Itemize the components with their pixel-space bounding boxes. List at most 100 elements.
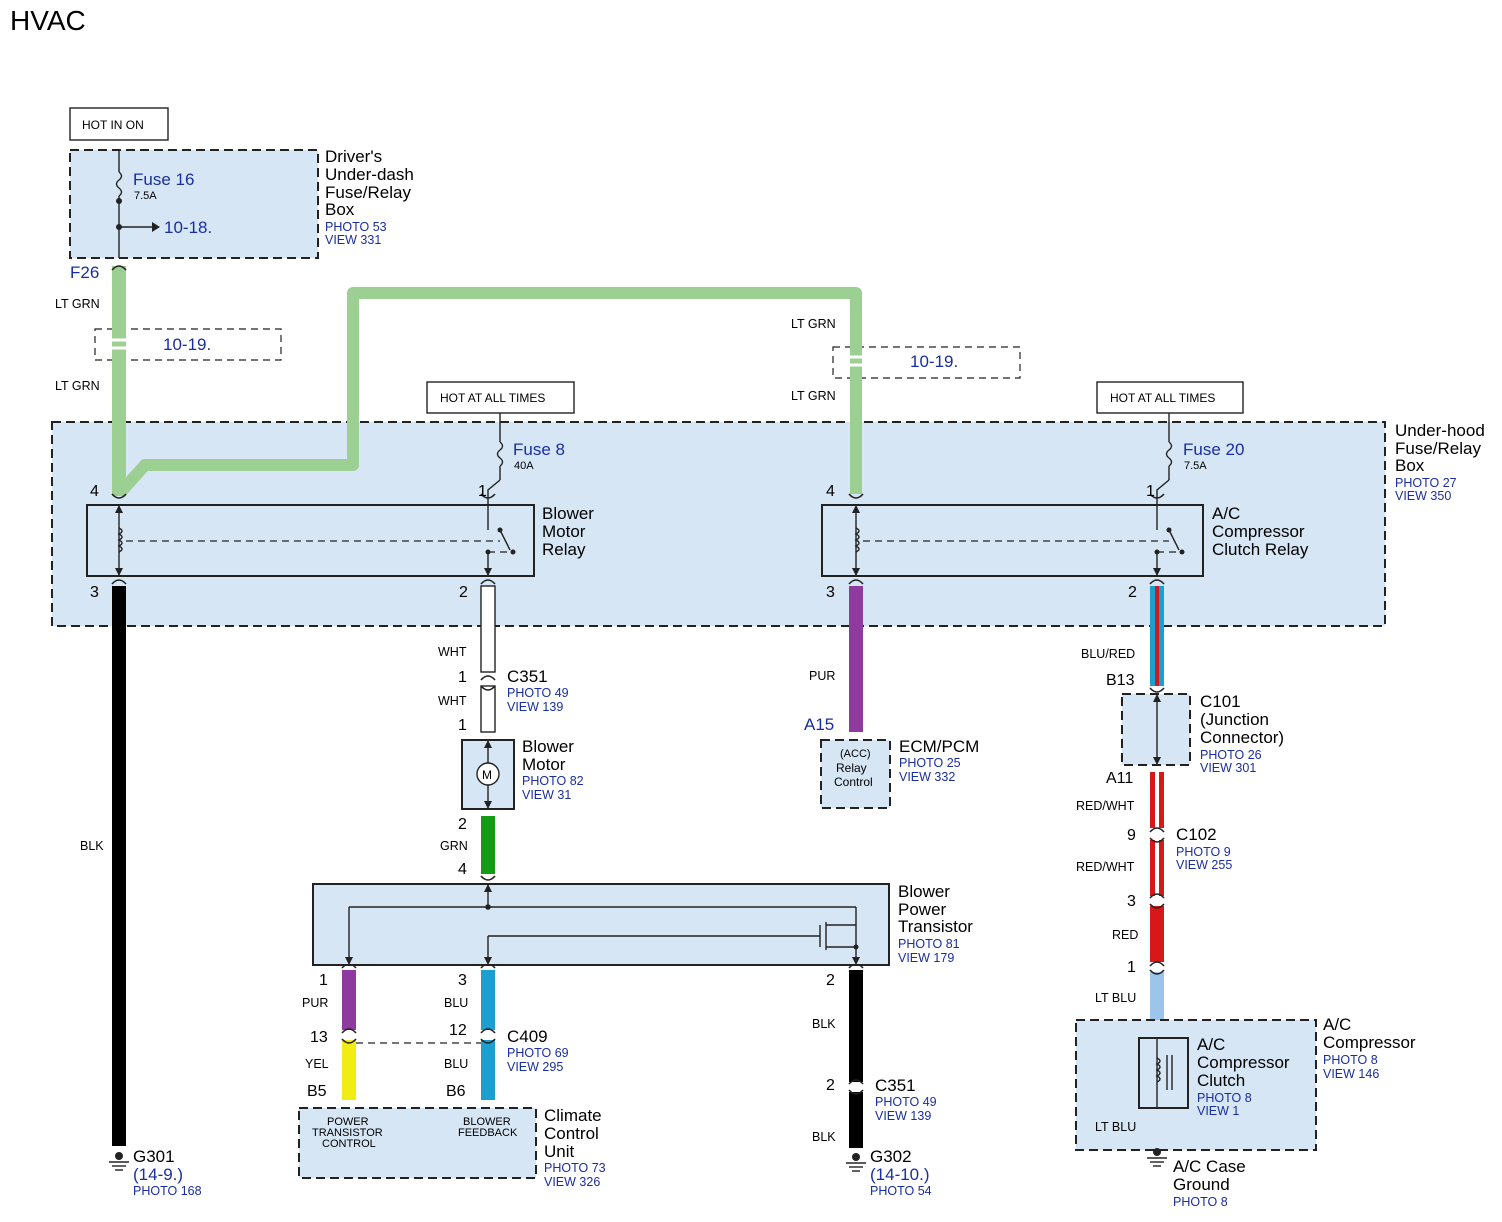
svg-text:LT GRN: LT GRN: [791, 317, 836, 331]
svg-text:PHOTO 8: PHOTO 8: [1173, 1195, 1228, 1209]
svg-text:PHOTO 8: PHOTO 8: [1197, 1091, 1252, 1105]
svg-text:Clutch: Clutch: [1197, 1071, 1245, 1090]
svg-text:BLK: BLK: [812, 1130, 836, 1144]
svg-text:2: 2: [826, 972, 835, 989]
svg-text:PHOTO 53: PHOTO 53: [325, 220, 387, 234]
svg-text:Fuse/Relay: Fuse/Relay: [1395, 439, 1481, 458]
svg-text:BLK: BLK: [812, 1017, 836, 1031]
c351-upper-label: C351: [507, 667, 548, 686]
terminal-f26: F26: [70, 263, 99, 282]
fuse16-label: Fuse 16: [133, 170, 194, 189]
ref-10-19-left: 10-19.: [163, 335, 211, 354]
svg-text:BLU: BLU: [444, 996, 468, 1010]
drivers-under-dash-fuse-relay-box: [69, 149, 319, 259]
svg-text:13: 13: [310, 1029, 328, 1046]
svg-text:Power: Power: [898, 900, 947, 919]
svg-text:PHOTO 49: PHOTO 49: [507, 686, 569, 700]
svg-text:PHOTO 27: PHOTO 27: [1395, 476, 1457, 490]
blower-power-transistor: [312, 883, 890, 966]
svg-text:PHOTO 168: PHOTO 168: [133, 1184, 202, 1198]
svg-text:C102: C102: [1176, 825, 1217, 844]
svg-text:A/C: A/C: [1323, 1015, 1351, 1034]
svg-text:Clutch Relay: Clutch Relay: [1212, 540, 1309, 559]
svg-text:VIEW 332: VIEW 332: [899, 770, 955, 784]
svg-text:RED/WHT: RED/WHT: [1076, 860, 1135, 874]
svg-text:VIEW 146: VIEW 146: [1323, 1067, 1379, 1081]
svg-text:Compressor: Compressor: [1197, 1053, 1290, 1072]
svg-text:PHOTO 9: PHOTO 9: [1176, 845, 1231, 859]
svg-text:(14-9.): (14-9.): [133, 1165, 183, 1184]
svg-text:C409: C409: [507, 1027, 548, 1046]
svg-text:Climate: Climate: [544, 1106, 602, 1125]
svg-text:Unit: Unit: [544, 1142, 575, 1161]
wire-pur-transistor: [342, 970, 356, 1030]
blower-relay-coil-icon: [115, 505, 123, 576]
ground-icon-ac-case: [1147, 1148, 1167, 1167]
svg-text:1: 1: [1146, 483, 1155, 500]
svg-text:VIEW 139: VIEW 139: [507, 700, 563, 714]
fuse20-symbol: [1165, 441, 1173, 467]
motor-icon: [476, 762, 500, 786]
ac-compressor-clutch: [1138, 1037, 1189, 1109]
svg-text:CONTROL: CONTROL: [322, 1138, 376, 1150]
hot-in-on-box: [69, 107, 169, 141]
svg-text:PHOTO 8: PHOTO 8: [1323, 1053, 1378, 1067]
svg-text:ECM/PCM: ECM/PCM: [899, 737, 979, 756]
svg-text:A/C Case: A/C Case: [1173, 1157, 1246, 1176]
svg-text:A11: A11: [1106, 770, 1133, 787]
ref-10-18: 10-18.: [164, 218, 212, 237]
svg-text:PUR: PUR: [809, 669, 835, 683]
svg-text:VIEW 139: VIEW 139: [875, 1109, 931, 1123]
svg-text:Driver's: Driver's: [325, 147, 382, 166]
ac-relay-switch-icon: [1153, 505, 1185, 576]
hot-in-on-label: HOT IN ON: [82, 118, 144, 132]
svg-text:TRANSISTOR: TRANSISTOR: [312, 1127, 383, 1139]
svg-text:Motor: Motor: [542, 522, 586, 541]
svg-text:Blower: Blower: [542, 504, 594, 523]
svg-text:PHOTO 54: PHOTO 54: [870, 1184, 932, 1198]
svg-text:PHOTO 26: PHOTO 26: [1200, 748, 1262, 762]
svg-text:Transistor: Transistor: [898, 917, 973, 936]
svg-text:LT BLU: LT BLU: [1095, 991, 1136, 1005]
clutch-coil-icon: [1155, 1057, 1161, 1083]
ref-10-19-mid: 10-19.: [910, 352, 958, 371]
svg-text:Under-hood: Under-hood: [1395, 421, 1485, 440]
wire-red: [1150, 906, 1164, 962]
hot-at-all-times-label-1: HOT AT ALL TIMES: [440, 391, 545, 405]
wire-lt-grn-main: [112, 266, 126, 496]
svg-text:2: 2: [1128, 584, 1137, 601]
fuse16-ref-arrow: [152, 222, 160, 232]
wire-lt-grn-crossover: [114, 287, 862, 499]
svg-text:PHOTO 69: PHOTO 69: [507, 1046, 569, 1060]
svg-text:Compressor: Compressor: [1323, 1033, 1416, 1052]
pin-a15: A15: [804, 715, 834, 734]
svg-text:VIEW 255: VIEW 255: [1176, 858, 1232, 872]
svg-text:Blower: Blower: [898, 882, 950, 901]
svg-text:C101: C101: [1200, 692, 1241, 711]
svg-text:7.5A: 7.5A: [1184, 460, 1207, 472]
fuse16-rating: 7.5A: [134, 190, 157, 202]
svg-text:1: 1: [478, 483, 487, 500]
svg-text:POWER: POWER: [327, 1116, 369, 1128]
svg-text:2: 2: [826, 1077, 835, 1094]
hot-at-all-times-box-2: [1096, 381, 1244, 414]
ac-compressor: [1075, 1019, 1317, 1151]
wire-wht-2: [480, 685, 496, 733]
svg-text:VIEW 179: VIEW 179: [898, 951, 954, 965]
svg-text:GRN: GRN: [440, 839, 468, 853]
svg-text:BLK: BLK: [80, 839, 104, 853]
fuse8-symbol: [496, 441, 504, 467]
c351-lower-label: C351: [875, 1076, 916, 1095]
svg-text:(ACC): (ACC): [840, 748, 871, 760]
svg-text:YEL: YEL: [305, 1057, 329, 1071]
svg-text:Control: Control: [834, 775, 873, 789]
svg-text:VIEW 326: VIEW 326: [544, 1175, 600, 1189]
wire-pur-ecm: [849, 586, 863, 732]
svg-text:RED/WHT: RED/WHT: [1076, 799, 1135, 813]
wire-yel: [342, 1040, 356, 1100]
svg-text:1: 1: [458, 717, 467, 734]
svg-text:LT GRN: LT GRN: [791, 389, 836, 403]
svg-text:Fuse/Relay: Fuse/Relay: [325, 183, 411, 202]
svg-text:LT BLU: LT BLU: [1095, 1120, 1136, 1134]
svg-text:PHOTO 25: PHOTO 25: [899, 756, 961, 770]
